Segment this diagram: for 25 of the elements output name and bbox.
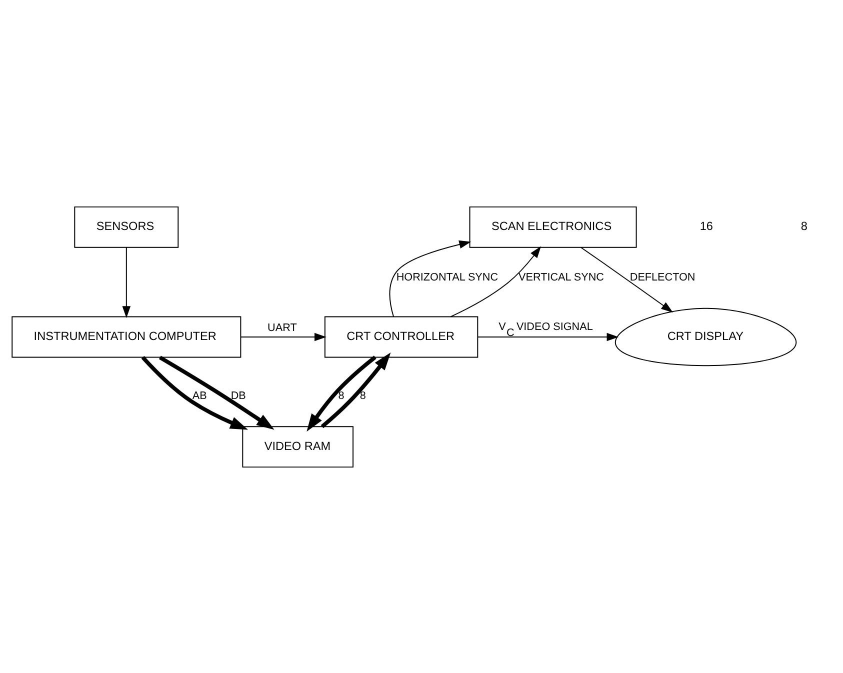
node-box: VIDEO RAM	[242, 426, 354, 468]
edge-label: HORIZONTAL SYNC	[396, 271, 498, 284]
arrow	[158, 355, 274, 430]
arrow	[580, 246, 673, 312]
edge-label: VERTICAL SYNC	[518, 271, 604, 284]
arrow	[477, 332, 619, 341]
arrow	[306, 355, 376, 432]
edge-label: UART	[268, 321, 297, 334]
arrow	[122, 246, 131, 318]
label: 8	[800, 218, 808, 233]
arrow	[240, 332, 326, 341]
arrow	[320, 352, 391, 428]
edge-label: DB	[230, 389, 246, 402]
arrow	[141, 356, 248, 430]
node-box: SCAN ELECTRONICS	[469, 206, 637, 248]
edge-label: 8	[360, 389, 366, 402]
edge-label: DEFLECTON	[630, 271, 696, 284]
arrow	[389, 240, 472, 317]
edge-label: 8	[338, 389, 344, 402]
edge-label: AB	[192, 389, 207, 402]
node-box: SENSORS	[74, 206, 179, 248]
node-box: INSTRUMENTATION COMPUTER	[12, 316, 242, 358]
label: 16	[700, 218, 713, 233]
arrow	[450, 246, 542, 317]
node-box: CRT CONTROLLER	[324, 316, 478, 358]
